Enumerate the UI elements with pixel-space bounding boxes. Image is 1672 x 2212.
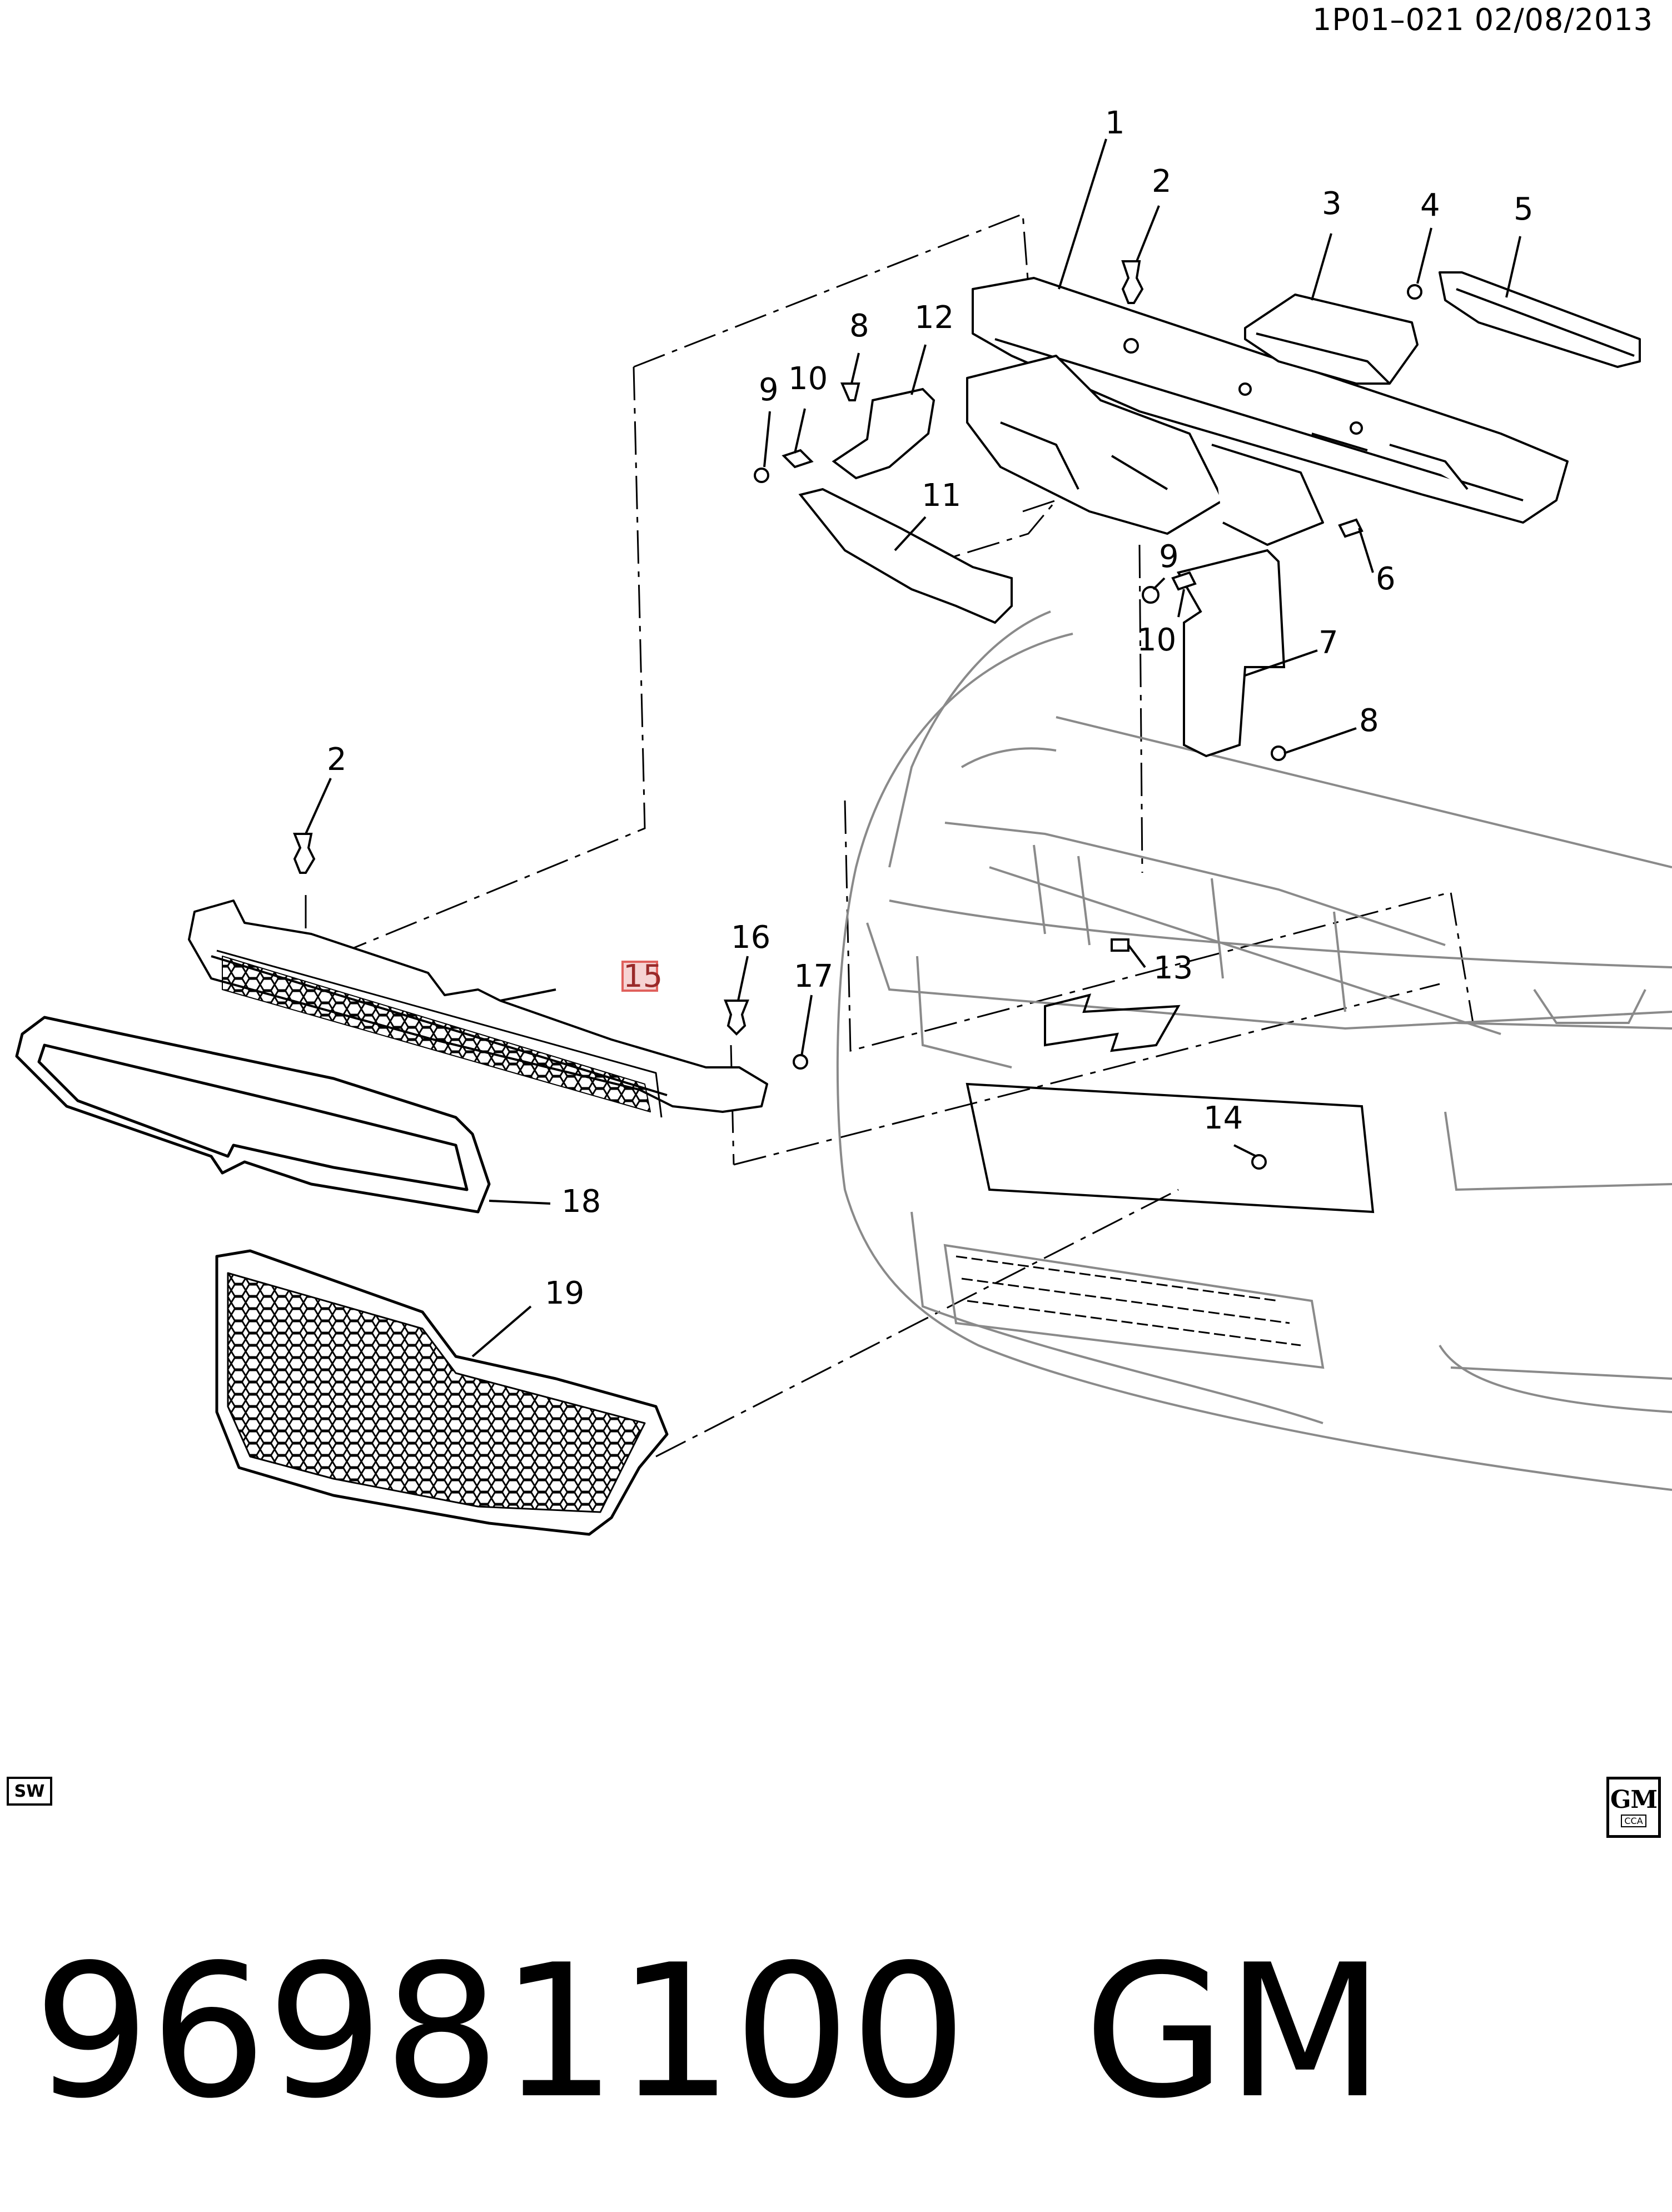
fastener-8-upper [840,382,860,401]
brand-name: GM [1083,1925,1385,2139]
fastener-13 [1111,938,1129,952]
callout-9-upper: 9 [759,372,779,408]
callout-9-lower: 9 [1159,539,1179,575]
gm-logo-subtext: CCA [1621,1814,1646,1827]
gm-logo-text: GM [1610,1785,1658,1814]
callout-18: 18 [561,1184,601,1220]
callout-1: 1 [1105,105,1125,141]
fastener-9-lower [1142,586,1160,604]
callout-7: 7 [1318,625,1338,661]
part-11-seal [798,488,1013,624]
fastener-6 [1338,518,1364,538]
callout-12: 12 [914,300,954,336]
bowtie-emblem [1044,993,1181,1052]
part-5-bracket [1439,271,1641,368]
part-1-upper-tie-bar-cover [966,277,1569,546]
callout-2-lower: 2 [327,742,347,778]
fastener-8-lower [1271,745,1286,761]
fastener-17 [793,1054,808,1070]
callout-15-highlight-box [621,961,658,992]
callout-16: 16 [731,919,770,956]
callout-11: 11 [922,478,961,514]
callout-14: 14 [1203,1100,1243,1136]
exploded-parts-diagram: 1 2 3 4 5 8 12 9 10 11 9 6 10 7 8 2 16 1… [15,105,1672,1536]
callout-labels: 1 2 3 4 5 8 12 9 10 11 9 6 10 7 8 2 16 1… [327,105,1534,1311]
callout-19: 19 [545,1275,584,1311]
fasteners [293,260,1422,1170]
part-19-lower-grille [215,1249,669,1536]
callout-15: 15 [623,958,663,995]
part-7-deflector [1176,549,1286,758]
fastener-10-upper [782,449,814,469]
part-12-bracket [832,387,935,480]
callout-15-highlighted[interactable]: 15 [621,958,663,995]
vehicle-front-outline [836,610,1672,1491]
callout-8-upper: 8 [849,308,869,344]
part-3-air-deflector [1244,294,1419,385]
fastener-2-upper [1121,260,1144,304]
lower-grille-opening [956,1255,1301,1346]
fastener-16 [724,1000,749,1036]
callout-5: 5 [1514,191,1534,227]
fastener-10-lower [1171,571,1197,591]
callout-8-lower: 8 [1359,703,1379,739]
fastener-14 [1251,1154,1267,1170]
fastener-4 [1407,284,1422,300]
callout-4: 4 [1420,187,1440,223]
part-15-grille-bracket [188,899,768,1118]
callout-10-lower: 10 [1137,622,1176,658]
diagram-code: 1P01–021 [1312,2,1465,37]
diagram-date: 02/08/2013 [1474,2,1653,37]
callout-10-upper: 10 [788,361,828,397]
part-18-grille-surround [15,1016,491,1214]
gm-logo: GM CCA [1606,1777,1661,1838]
sw-badge: SW [7,1777,52,1806]
callout-3: 3 [1322,186,1342,222]
callout-13: 13 [1153,950,1193,986]
leader-lines [305,138,1521,1358]
callout-2-upper: 2 [1152,163,1172,200]
part-number: 96981100 [33,1925,967,2139]
callout-17: 17 [794,958,833,995]
fastener-9-upper [754,468,769,483]
diagram-reference: 1P01–021 02/08/2013 [1302,2,1653,37]
fastener-2-lower [293,833,316,874]
callout-6: 6 [1376,561,1396,597]
